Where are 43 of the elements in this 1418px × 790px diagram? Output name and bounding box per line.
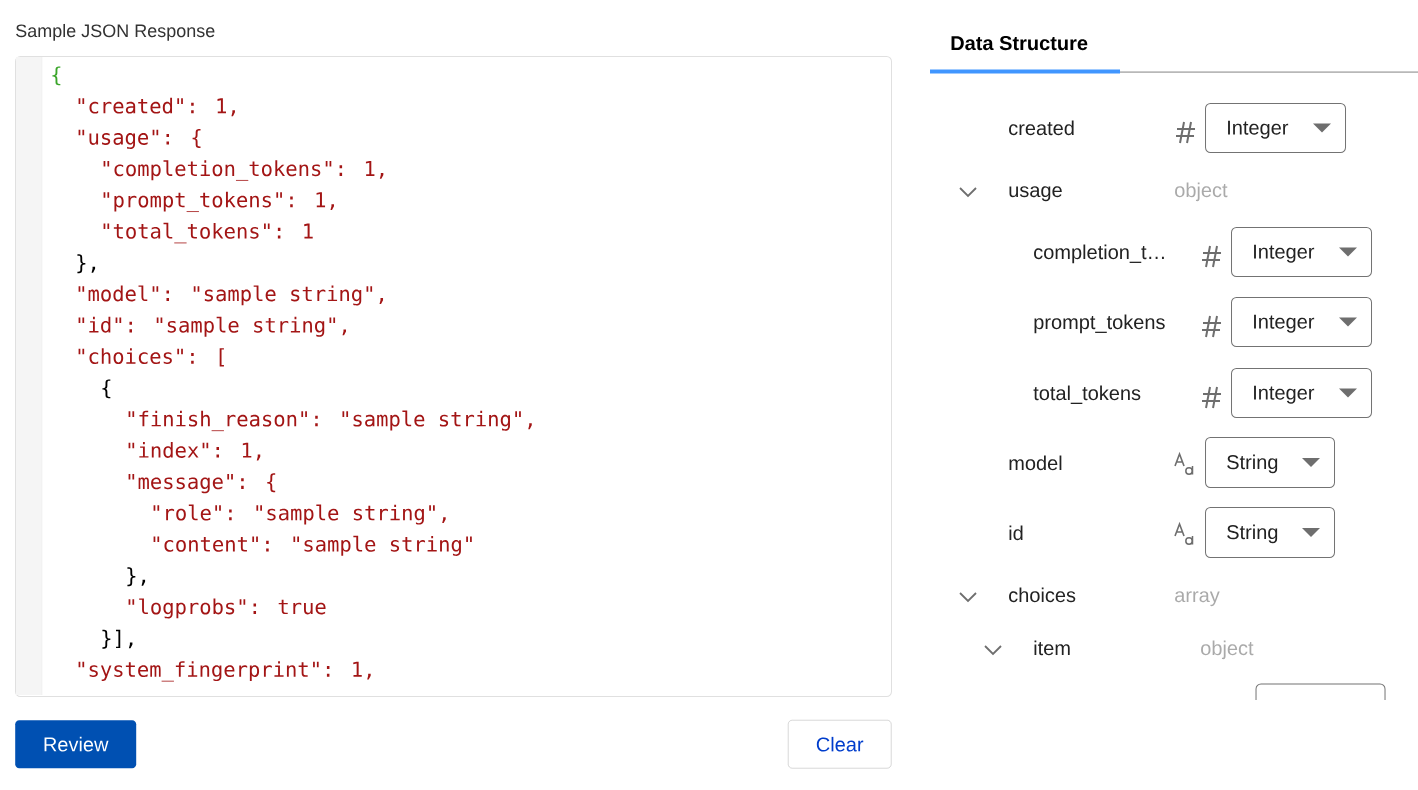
type-label: object xyxy=(1201,640,1254,660)
review-button: Review xyxy=(15,720,137,769)
code-line: }], xyxy=(102,629,133,649)
dropdown: Integer xyxy=(1231,297,1372,347)
panel-heading: Sample JSON Response xyxy=(16,23,215,41)
field-name: id xyxy=(1009,525,1023,541)
code-line: "role": "sample string", xyxy=(153,504,446,525)
field-name: choices xyxy=(1009,587,1076,603)
code-line: "id": "sample string", xyxy=(78,316,346,337)
code-line: }, xyxy=(77,254,96,274)
code-line: "finish_reason": "sample string", xyxy=(128,410,532,432)
tab-label: Data Structure xyxy=(951,36,1088,51)
field-name: total_tokens xyxy=(1033,385,1141,404)
code-line: "choices": [ xyxy=(78,348,224,367)
code-line: { xyxy=(102,379,111,399)
code-line: "model": "sample string", xyxy=(78,285,384,306)
code-line: "system_fingerprint": 1, xyxy=(78,661,371,682)
field-name: item xyxy=(1034,640,1070,656)
field-name: usage xyxy=(1009,186,1062,202)
type-label: object xyxy=(1175,182,1228,202)
code-line: "completion_tokens": 1, xyxy=(103,160,384,181)
dropdown: Integer xyxy=(1231,368,1372,418)
code-line: "logprobs": true xyxy=(128,598,326,619)
dropdown xyxy=(1255,683,1386,701)
code-line: "content": "sample string" xyxy=(153,535,472,556)
code-line: "message": { xyxy=(128,473,276,494)
field-name: prompt_tokens xyxy=(1034,314,1165,334)
field-name: model xyxy=(1009,455,1062,471)
dropdown: Integer xyxy=(1205,103,1346,153)
code-line: "index": 1, xyxy=(128,442,261,461)
code-line: "prompt_tokens": 1, xyxy=(103,191,334,213)
code-line: "usage": { xyxy=(78,129,201,149)
dropdown: String xyxy=(1205,507,1335,558)
code-line: "created": 1, xyxy=(78,97,235,117)
clear-button: Clear xyxy=(788,720,892,769)
code-line: }, xyxy=(127,567,146,587)
dropdown: String xyxy=(1205,437,1335,488)
type-label: array xyxy=(1175,591,1220,607)
field-name: completion_t… xyxy=(1034,244,1164,264)
code-line: { xyxy=(52,66,61,86)
field-name: created xyxy=(1009,120,1074,136)
dropdown: Integer xyxy=(1231,227,1372,277)
code-line: "total_tokens": 1 xyxy=(103,222,313,244)
